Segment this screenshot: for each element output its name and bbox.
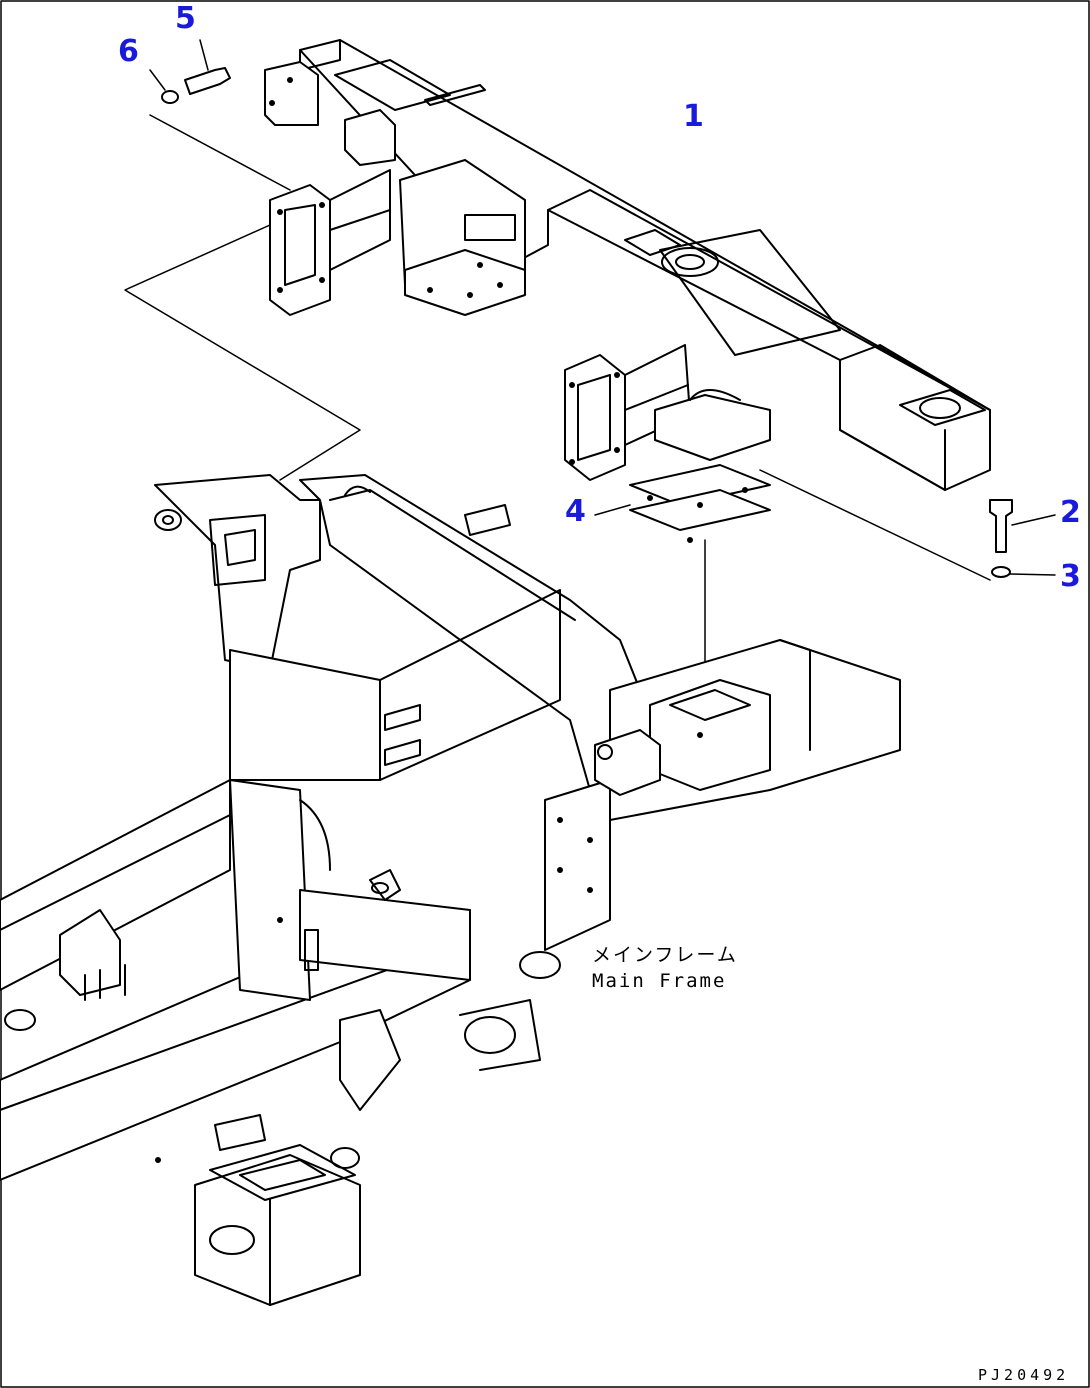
part-6-washer	[149, 69, 179, 104]
main-frame-label-jp: メインフレーム	[592, 944, 738, 966]
callout-2: 2	[1060, 495, 1081, 530]
callout-3: 3	[1060, 559, 1081, 594]
part-5-bolt	[184, 39, 231, 95]
drawing-code: PJ20492	[978, 1366, 1070, 1384]
callout-4: 4	[565, 494, 586, 529]
main-frame-label-en: Main Frame	[592, 970, 727, 992]
part-4-shims	[594, 464, 771, 543]
part-1-cross-member	[264, 39, 991, 491]
assembly-lines	[124, 114, 991, 686]
part-3-washer	[991, 566, 1056, 578]
callout-5: 5	[175, 1, 196, 36]
callout-6: 6	[118, 34, 139, 69]
main-frame	[0, 474, 901, 1306]
part-2-bolt	[989, 499, 1056, 553]
callout-1: 1	[683, 99, 704, 134]
